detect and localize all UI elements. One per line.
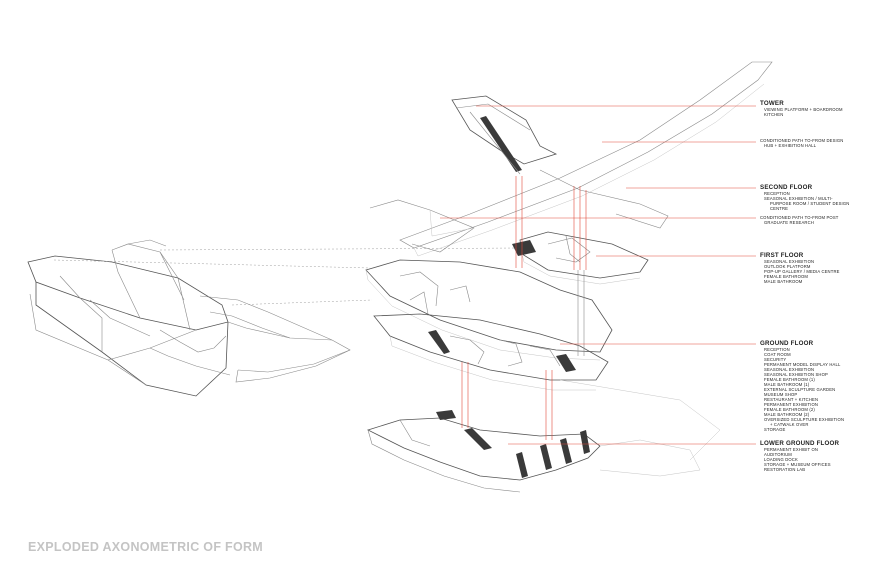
upper-bridge	[369, 61, 773, 257]
label-item: FEMALE BATHROOM (1)	[764, 377, 815, 382]
label-item: PERMANENT MODEL DISPLAY HALL	[764, 362, 841, 367]
first-floor-level	[365, 259, 613, 361]
label-first-floor: FIRST FLOOR SEASONAL EXHIBITION OUTLOOK …	[760, 252, 840, 284]
label-path-design-hub: CONDITIONED PATH TO-FROM DESIGN HUB + EX…	[760, 138, 843, 148]
label-item: POP-UP GALLERY / MEDIA CENTRE	[764, 269, 840, 274]
label-item: RESTORATION LAB	[764, 467, 806, 472]
label-item: MALE BATHROOM	[764, 279, 803, 284]
label-item: PERMANENT EXHIBITION	[764, 402, 819, 407]
lower-ground-floor-level	[366, 410, 701, 493]
label-heading: SECOND FLOOR	[760, 184, 813, 191]
label-item: SECURITY	[764, 357, 787, 362]
label-item: VIEWING PLATFORM + BOARDROOM	[764, 107, 843, 112]
label-item: OUTLOOK PLATFORM	[764, 264, 811, 269]
label-item: AUDITORIUM	[764, 452, 792, 457]
label-item: GRADUATE RESEARCH	[764, 220, 814, 225]
label-item: + CATWALK OVER	[770, 422, 809, 427]
label-item: STORAGE + MUSEUM OFFICES	[764, 462, 831, 467]
label-second-floor: SECOND FLOOR RECEPTION SEASONAL EXHIBITI…	[760, 184, 849, 211]
label-item: RECEPTION	[764, 191, 790, 196]
second-floor-level	[512, 231, 649, 285]
label-item: CENTRE	[770, 206, 789, 211]
label-leaders	[440, 105, 756, 445]
label-item: MUSEUM SHOP	[764, 392, 798, 397]
label-item: COAT ROOM	[764, 352, 791, 357]
label-item: STORAGE	[764, 427, 786, 432]
label-tower: TOWER VIEWING PLATFORM + BOARDROOM KITCH…	[760, 100, 843, 117]
label-item: SEASONAL EXHIBITION / MULTI-	[764, 196, 833, 201]
label-item: MALE BATHROOM (1)	[764, 382, 810, 387]
label-item: MALE BATHROOM (2)	[764, 412, 810, 417]
label-item: KITCHEN	[764, 112, 784, 117]
label-item: FEMALE BATHROOM (2)	[764, 407, 815, 412]
label-item: LOADING DOCK	[764, 457, 798, 462]
label-item: HUB + EXHIBITION HALL	[764, 143, 817, 148]
massing-model	[27, 239, 351, 397]
label-item: EXTERNAL SCULPTURE GARDEN	[764, 387, 836, 392]
connector-dashes	[53, 247, 521, 306]
label-item: RESTAURANT + KITCHEN	[764, 397, 819, 402]
label-ground-floor: GROUND FLOOR RECEPTION COAT ROOM SECURIT…	[760, 340, 844, 432]
tower-level	[451, 95, 558, 175]
label-item: OVERSIZED SCULPTURE EXHIBITION	[764, 417, 845, 422]
label-heading: FIRST FLOOR	[760, 252, 804, 259]
label-heading: LOWER GROUND FLOOR	[760, 440, 840, 447]
label-item: PERMANENT EXHIBIT ON	[764, 447, 819, 452]
label-item: RECEPTION	[764, 347, 790, 352]
label-item: SEASONAL EXHIBITION	[764, 367, 815, 372]
label-item: SEASONAL EXHIBITION	[764, 259, 815, 264]
label-heading: TOWER	[760, 100, 784, 107]
label-heading: GROUND FLOOR	[760, 340, 814, 347]
label-lower-ground-floor: LOWER GROUND FLOOR PERMANENT EXHIBIT ON …	[760, 440, 839, 472]
label-item: CONDITIONED PATH TO-FROM DESIGN	[760, 138, 844, 143]
label-item: CONDITIONED PATH TO-FROM POST	[760, 215, 839, 220]
vertical-circulation	[461, 176, 587, 440]
label-item: SEASONAL EXHIBITION SHOP	[764, 372, 828, 377]
label-item: FEMALE BATHROOM	[764, 274, 809, 279]
drawing-title: EXPLODED AXONOMETRIC OF FORM	[28, 540, 264, 554]
ground-floor-level	[373, 313, 721, 461]
label-item: PURPOSE ROOM / STUDENT DESIGN	[770, 201, 850, 206]
label-path-post-graduate: CONDITIONED PATH TO-FROM POST GRADUATE R…	[760, 215, 839, 225]
